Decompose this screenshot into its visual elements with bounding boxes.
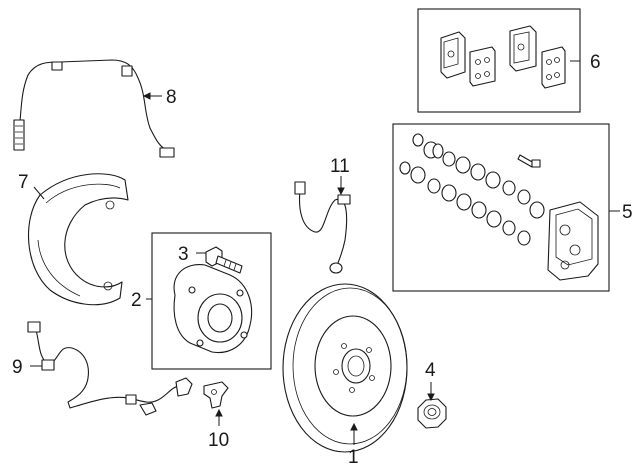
callout-3: 3: [178, 244, 189, 265]
callout-10: 10: [208, 430, 229, 451]
brake-hose[interactable]: [294, 181, 351, 274]
callout-7-leader: [33, 186, 45, 200]
caliper-assembly[interactable]: [392, 123, 610, 292]
callout-8: 8: [166, 87, 177, 108]
hub-assembly[interactable]: [151, 232, 272, 370]
callout-9: 9: [12, 357, 23, 378]
sensor-bracket[interactable]: [203, 381, 229, 409]
wear-sensor[interactable]: [13, 59, 175, 158]
abs-sensor[interactable]: [27, 321, 193, 416]
dust-shield[interactable]: [28, 173, 129, 306]
callout-4: 4: [425, 360, 436, 381]
piston-seal-set: [399, 133, 545, 246]
callout-7: 7: [18, 172, 29, 193]
callout-2: 2: [131, 290, 142, 311]
callout-5: 5: [622, 202, 633, 223]
hub-frame: [151, 232, 272, 370]
callout-11: 11: [330, 156, 350, 177]
hub-nut[interactable]: [417, 398, 447, 429]
wheel-stud: [205, 246, 243, 274]
brake-pad-set[interactable]: [417, 8, 581, 113]
callout-6: 6: [590, 52, 601, 73]
brake-rotor[interactable]: [282, 283, 408, 453]
caliper-kit-frame: [392, 123, 610, 292]
callout-1: 1: [348, 447, 359, 468]
